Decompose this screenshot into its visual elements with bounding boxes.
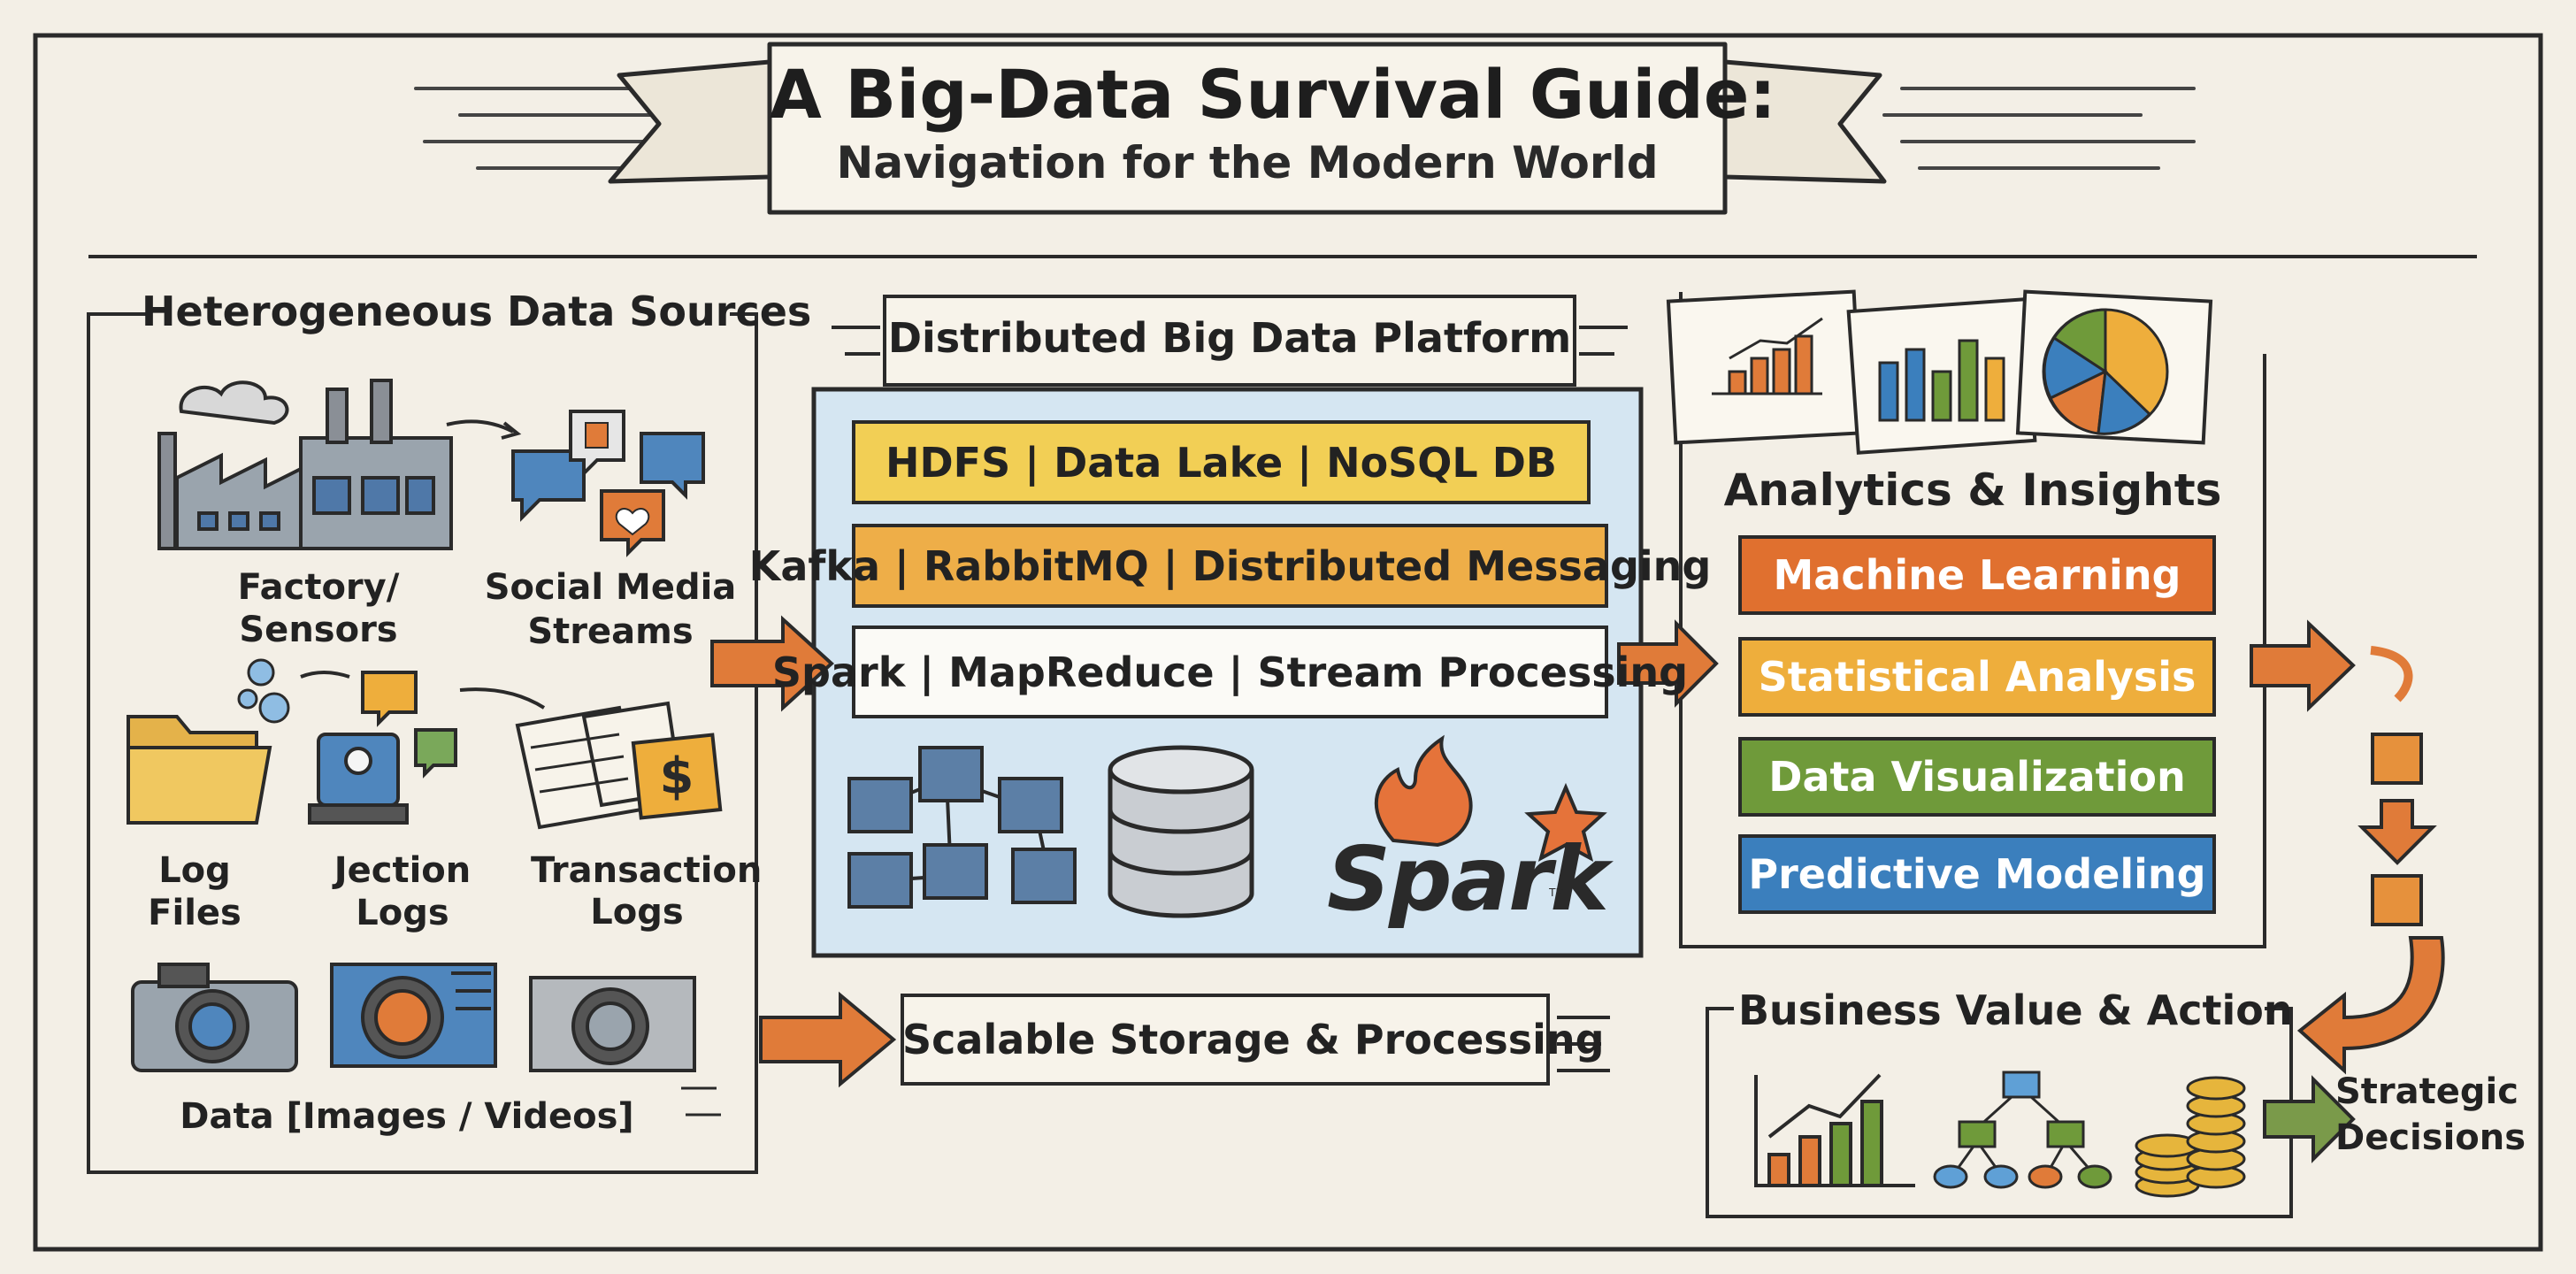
- spark-flame-icon: [1374, 734, 1607, 862]
- business-frame: [1706, 1007, 2293, 1218]
- storage-label: Scalable Storage & Processing: [902, 1016, 1605, 1063]
- factory-label: Factory/ Sensors: [237, 567, 400, 650]
- pie-chart-icon: [2042, 308, 2169, 435]
- jection-logs-label: Jection Logs: [334, 850, 472, 933]
- sources-to-platform-arrow: [710, 615, 834, 712]
- flow-arrows: [710, 615, 2445, 1163]
- title-ribbon: [608, 42, 1887, 215]
- camera-icon-2: [330, 963, 497, 1068]
- media-label: Data [Images / Videos]: [180, 1096, 634, 1137]
- database-icon: [1108, 745, 1254, 918]
- data-visualization-box: Data Visualization: [1738, 737, 2216, 817]
- sources-to-storage-arrow: [759, 991, 897, 1088]
- strategic-label-1: Strategic: [2335, 1071, 2518, 1112]
- bubbles-arrow: [300, 671, 350, 679]
- predictive-modeling-box: Predictive Modeling: [1738, 834, 2216, 914]
- machine-learning-box: Machine Learning: [1738, 535, 2216, 615]
- bar-chart-icon-2: [1878, 339, 2005, 422]
- analytics-to-pipeline-arrow: [2250, 619, 2356, 712]
- platform-heading: Distributed Big Data Platform: [887, 314, 1572, 362]
- bubble-dots-icon: [237, 658, 290, 724]
- outer-frame: [33, 33, 2543, 1252]
- cube-icon-2: [2371, 874, 2423, 926]
- processing-layer: Spark | MapReduce | Stream Processing: [772, 625, 1688, 718]
- social-chat-icons: [511, 410, 705, 557]
- sources-heading: Heterogeneous Data Sources: [142, 288, 812, 335]
- social-label-2: Streams: [527, 611, 694, 652]
- spark-tm: TM: [1549, 886, 1565, 899]
- cube-icon: [2371, 733, 2423, 785]
- bar-chart-icon: [1712, 317, 1823, 395]
- page-subtitle: Navigation for the Modern World: [836, 137, 1659, 188]
- media-speed-lines: [681, 1086, 721, 1117]
- factory-icon: [157, 379, 453, 550]
- sources-frame: [87, 312, 758, 1174]
- platform-to-analytics-arrow: [1617, 619, 1719, 708]
- strategic-label-2: Decisions: [2335, 1117, 2526, 1158]
- pipeline-curve: [2370, 646, 2413, 702]
- social-label-1: Social Media: [484, 567, 737, 608]
- storage-layer: HDFS | Data Lake | NoSQL DB: [852, 420, 1591, 504]
- camera-icon-3: [529, 976, 696, 1072]
- transaction-label-2: Logs: [590, 892, 684, 932]
- folder-icon: [126, 715, 272, 825]
- dollar-symbol: $: [659, 748, 694, 805]
- page-title: A Big-Data Survival Guide:: [770, 55, 1776, 134]
- camera-log-icon: [308, 671, 457, 825]
- tree-diagram-icon: [1933, 1071, 2112, 1189]
- statistical-analysis-box: Statistical Analysis: [1738, 637, 2216, 717]
- pipeline-down-arrow: [2358, 799, 2437, 865]
- analytics-heading: Analytics & Insights: [1723, 464, 2222, 516]
- server-network-icon: [847, 746, 1077, 909]
- business-heading: Business Value & Action: [1738, 986, 2293, 1034]
- growth-chart-icon: [1754, 1073, 1915, 1187]
- storage-ribbon: [901, 994, 1610, 1086]
- business-to-decisions-arrow: [2263, 1075, 2356, 1163]
- spark-logo: Spark: [1327, 827, 1609, 931]
- platform-ribbon: [832, 295, 1628, 387]
- pipeline-to-business-arrow: [2296, 936, 2445, 1075]
- dollar-icon: [631, 733, 723, 820]
- messaging-layer: Kafka | RabbitMQ | Distributed Messaging: [749, 524, 1711, 608]
- log-files-label: Log Files: [148, 850, 242, 933]
- coin-stack-icon: [2135, 1076, 2246, 1198]
- transaction-label-1: Transaction: [531, 850, 763, 891]
- factory-to-social-arrow: [446, 419, 514, 434]
- log-arrow: [459, 687, 546, 710]
- camera-icon: [131, 963, 298, 1072]
